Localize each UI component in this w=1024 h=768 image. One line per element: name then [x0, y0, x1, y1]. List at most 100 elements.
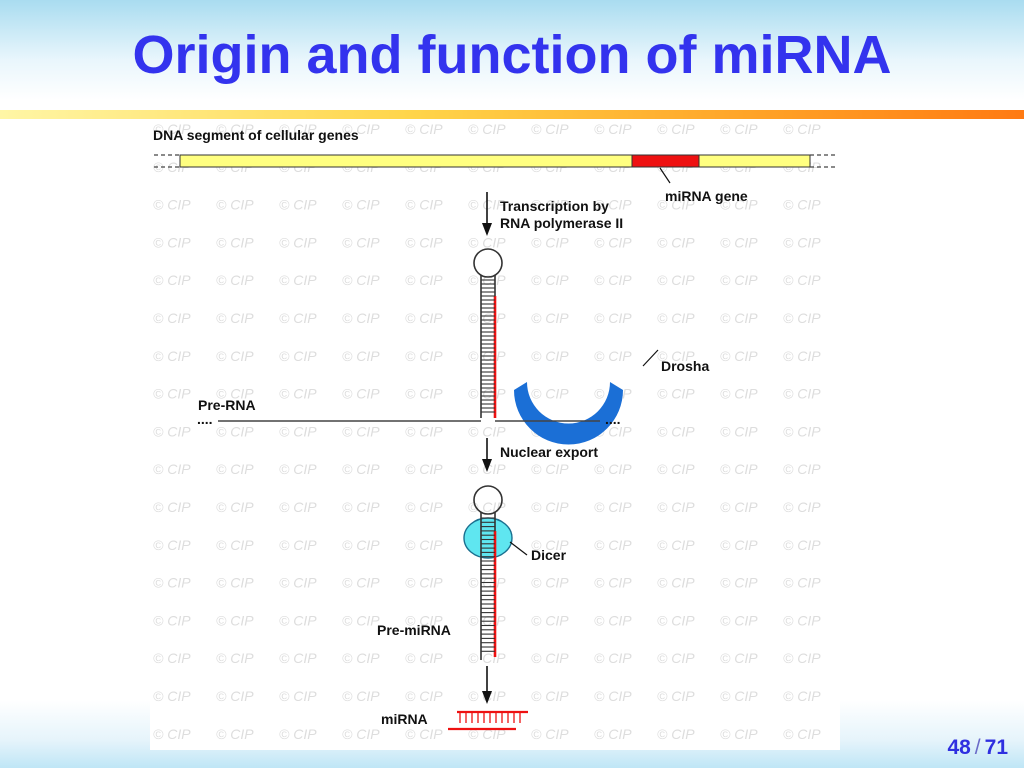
- watermark-mark: © CIP: [783, 234, 821, 250]
- watermark-mark: © CIP: [153, 234, 191, 250]
- watermark-mark: © CIP: [342, 310, 380, 326]
- watermark-mark: © CIP: [531, 612, 569, 628]
- watermark-mark: © CIP: [783, 688, 821, 704]
- watermark-mark: © CIP: [720, 537, 758, 553]
- watermark-mark: © CIP: [216, 650, 254, 666]
- watermark-mark: © CIP: [531, 575, 569, 591]
- watermark-mark: © CIP: [783, 348, 821, 364]
- watermark-mark: © CIP: [657, 575, 695, 591]
- dna-bar: [179, 154, 811, 168]
- watermark-mark: © CIP: [342, 688, 380, 704]
- watermark-mark: © CIP: [405, 310, 443, 326]
- watermark-mark: © CIP: [531, 121, 569, 137]
- watermark-mark: © CIP: [405, 650, 443, 666]
- dna-segment-label: DNA segment of cellular genes: [153, 127, 359, 143]
- pri-mirna-base-pairs: [481, 279, 495, 413]
- processing-arrowhead: [482, 691, 492, 704]
- watermark-mark: © CIP: [153, 650, 191, 666]
- watermark-mark: © CIP: [531, 461, 569, 477]
- pre-mirna-base-pairs: [481, 517, 495, 652]
- mirna-pathway-figure: © CIP © CIP © CIP © CIP © CIP © CIP © CIP © CIP…: [150, 120, 840, 750]
- watermark-mark: © CIP: [342, 650, 380, 666]
- watermark-mark: © CIP: [405, 272, 443, 288]
- watermark-mark: © CIP: [405, 121, 443, 137]
- mirna-label: miRNA: [381, 711, 428, 727]
- watermark-mark: © CIP: [594, 575, 632, 591]
- watermark-mark: © CIP: [594, 310, 632, 326]
- watermark-mark: © CIP: [279, 575, 317, 591]
- watermark-mark: © CIP: [783, 499, 821, 515]
- watermark-mark: © CIP: [405, 386, 443, 402]
- watermark-mark: © CIP: [279, 423, 317, 439]
- watermark-mark: © CIP: [783, 612, 821, 628]
- watermark-mark: © CIP: [342, 726, 380, 742]
- watermark-mark: © CIP: [594, 688, 632, 704]
- watermark-mark: © CIP: [153, 688, 191, 704]
- drosha-pointer: [642, 349, 659, 367]
- watermark-mark: © CIP: [216, 726, 254, 742]
- watermark-mark: © CIP: [279, 234, 317, 250]
- watermark-mark: © CIP: [720, 612, 758, 628]
- watermark-mark: © CIP: [657, 310, 695, 326]
- watermark-mark: © CIP: [783, 423, 821, 439]
- watermark-mark: © CIP: [531, 386, 569, 402]
- watermark-mark: © CIP: [279, 612, 317, 628]
- drosha-enzyme: [514, 382, 623, 445]
- watermark-mark: © CIP: [531, 537, 569, 553]
- watermark-mark: © CIP: [594, 499, 632, 515]
- transcription-arrowhead: [482, 223, 492, 236]
- page-separator: /: [974, 736, 981, 759]
- watermark-mark: © CIP: [153, 575, 191, 591]
- watermark-mark: © CIP: [783, 197, 821, 213]
- watermark-mark: © CIP: [153, 386, 191, 402]
- watermark-mark: © CIP: [594, 650, 632, 666]
- watermark-mark: © CIP: [468, 310, 506, 326]
- watermark-mark: © CIP: [531, 688, 569, 704]
- watermark-mark: © CIP: [594, 726, 632, 742]
- watermark-mark: © CIP: [594, 234, 632, 250]
- watermark-mark: © CIP: [720, 121, 758, 137]
- watermark-mark: © CIP: [342, 537, 380, 553]
- watermark-mark: © CIP: [720, 197, 758, 213]
- slide-title: Origin and function of miRNA: [132, 25, 892, 85]
- watermark-mark: © CIP: [594, 461, 632, 477]
- watermark-mark: © CIP: [279, 386, 317, 402]
- watermark-mark: © CIP: [279, 461, 317, 477]
- watermark-mark: © CIP: [216, 121, 254, 137]
- watermark-mark: © CIP: [720, 423, 758, 439]
- watermark-mark: © CIP: [279, 688, 317, 704]
- watermark-mark: © CIP: [279, 726, 317, 742]
- watermark-mark: © CIP: [720, 575, 758, 591]
- mirna-gene-label: miRNA gene: [665, 188, 748, 204]
- watermark-mark: © CIP: [279, 348, 317, 364]
- watermark-mark: © CIP: [531, 348, 569, 364]
- watermark-mark: © CIP: [594, 197, 632, 213]
- title-divider: [0, 110, 1024, 119]
- watermark-mark: © CIP: [720, 650, 758, 666]
- watermark-mark: © CIP: [783, 537, 821, 553]
- dicer-pointer: [509, 541, 528, 556]
- watermark-mark: © CIP: [405, 423, 443, 439]
- watermark-mark: © CIP: [279, 197, 317, 213]
- mirna-gene-pointer: [659, 167, 671, 184]
- watermark-mark: © CIP: [153, 537, 191, 553]
- watermark-mark: © CIP: [342, 575, 380, 591]
- watermark-mark: © CIP: [594, 121, 632, 137]
- watermark-mark: © CIP: [720, 499, 758, 515]
- transcription-label-line2: RNA polymerase II: [500, 215, 623, 231]
- watermark-mark: © CIP: [216, 234, 254, 250]
- mirna-gene-segment: [631, 154, 700, 168]
- transcription-label-line1: Transcription by: [500, 198, 609, 214]
- watermark-mark: © CIP: [657, 726, 695, 742]
- watermark-mark: © CIP: [657, 688, 695, 704]
- watermark-layer: © CIP © CIP © CIP © CIP © CIP © CIP © CIP © CIP…: [153, 121, 821, 742]
- watermark-mark: © CIP: [657, 461, 695, 477]
- watermark-mark: © CIP: [279, 310, 317, 326]
- watermark-mark: © CIP: [279, 650, 317, 666]
- watermark-mark: © CIP: [153, 121, 191, 137]
- watermark-mark: © CIP: [531, 650, 569, 666]
- watermark-mark: © CIP: [342, 234, 380, 250]
- watermark-mark: © CIP: [405, 537, 443, 553]
- watermark-mark: © CIP: [720, 348, 758, 364]
- watermark-mark: © CIP: [531, 310, 569, 326]
